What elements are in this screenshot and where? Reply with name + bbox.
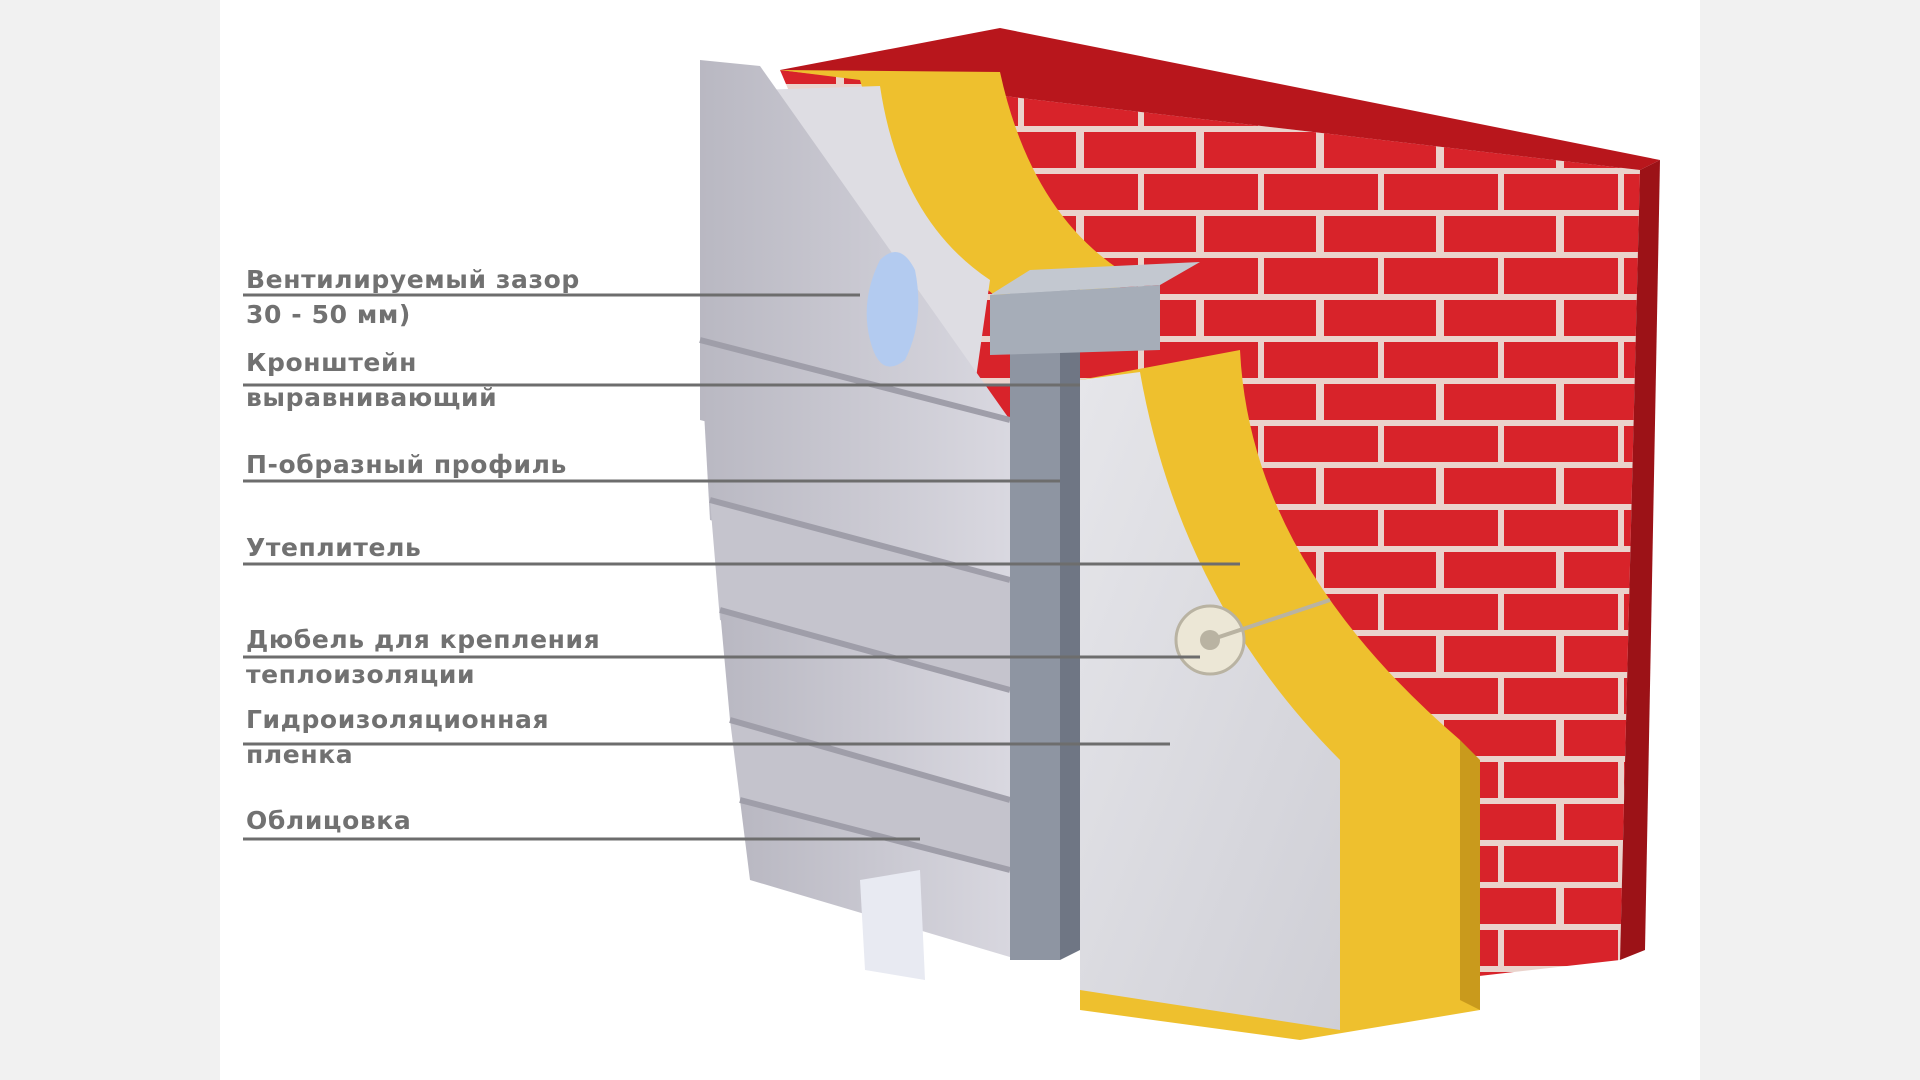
label-insulation: Утеплитель (246, 530, 806, 565)
leveling-bracket-top (990, 262, 1200, 295)
label-bracket: Кронштейн выравнивающий (246, 345, 806, 415)
label-cladding-line-1: Облицовка (246, 806, 412, 835)
label-membrane-line-1: Гидроизоляционная (246, 705, 550, 734)
label-membrane: Гидроизоляционная пленка (246, 702, 806, 772)
brick-wall-side (1620, 160, 1660, 960)
u-profile (1010, 290, 1060, 960)
label-profile-line-1: П-образный профиль (246, 450, 567, 479)
label-dowel: Дюбель для крепления теплоизоляции (246, 622, 806, 692)
label-cladding: Облицовка (246, 803, 806, 838)
brick-wall-top (780, 28, 1660, 170)
u-profile-flange (1060, 280, 1080, 960)
right-margin-band (1700, 0, 1920, 1080)
label-vent-gap-line-2: 30 - 50 мм) (246, 300, 411, 329)
insulation-upper (780, 70, 1120, 300)
label-vent-gap: Вентилируемый зазор 30 - 50 мм) (246, 262, 806, 332)
insulation-edge (1460, 740, 1480, 1010)
label-dowel-line-1: Дюбель для крепления (246, 625, 601, 654)
drip-edge (860, 870, 925, 980)
label-dowel-line-2: теплоизоляции (246, 660, 476, 689)
label-bracket-line-2: выравнивающий (246, 383, 498, 412)
membrane-sheet (1080, 372, 1340, 1030)
label-profile: П-образный профиль (246, 447, 806, 482)
label-insulation-line-1: Утеплитель (246, 533, 422, 562)
label-vent-gap-line-1: Вентилируемый зазор (246, 265, 580, 294)
label-membrane-line-2: пленка (246, 740, 354, 769)
left-margin-band (0, 0, 220, 1080)
leveling-bracket (990, 285, 1160, 355)
air-swirl (866, 252, 919, 367)
label-bracket-line-1: Кронштейн (246, 348, 417, 377)
leader-lines (243, 293, 1240, 841)
